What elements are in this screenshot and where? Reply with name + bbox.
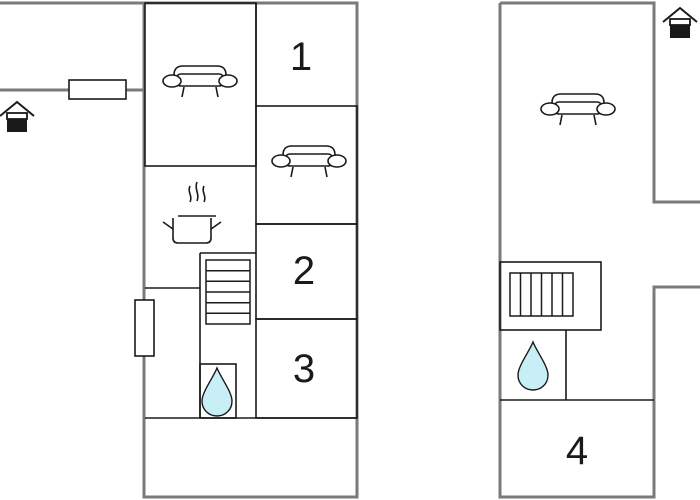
room-number-4: 4 [566, 429, 588, 473]
right-room-lines [499, 261, 654, 401]
sofa-icon [540, 93, 616, 126]
entrance-icon [662, 7, 698, 39]
bathroom-outline [199, 363, 237, 419]
room-number-3: 3 [293, 347, 315, 391]
water-drop-icon [517, 341, 549, 391]
terrace-outline [0, 1, 146, 92]
water-drop-icon [201, 367, 233, 417]
window-icon [68, 79, 127, 100]
cooking-pot-icon [162, 181, 222, 244]
sofa-icon [162, 65, 238, 98]
stairs-icon [509, 272, 574, 317]
entrance-icon [0, 101, 35, 133]
room-number-1: 1 [290, 35, 312, 79]
stair-hall-outline [499, 261, 602, 331]
left-room-lines [144, 2, 358, 419]
room-number-2: 2 [293, 249, 315, 293]
right-outer-wall-top [500, 1, 700, 204]
left-outer-wall [142, 1, 359, 499]
window-icon [134, 299, 155, 357]
right-outer-wall-bottom [498, 3, 700, 499]
stairs-icon [205, 259, 251, 325]
sofa-icon [271, 145, 347, 178]
